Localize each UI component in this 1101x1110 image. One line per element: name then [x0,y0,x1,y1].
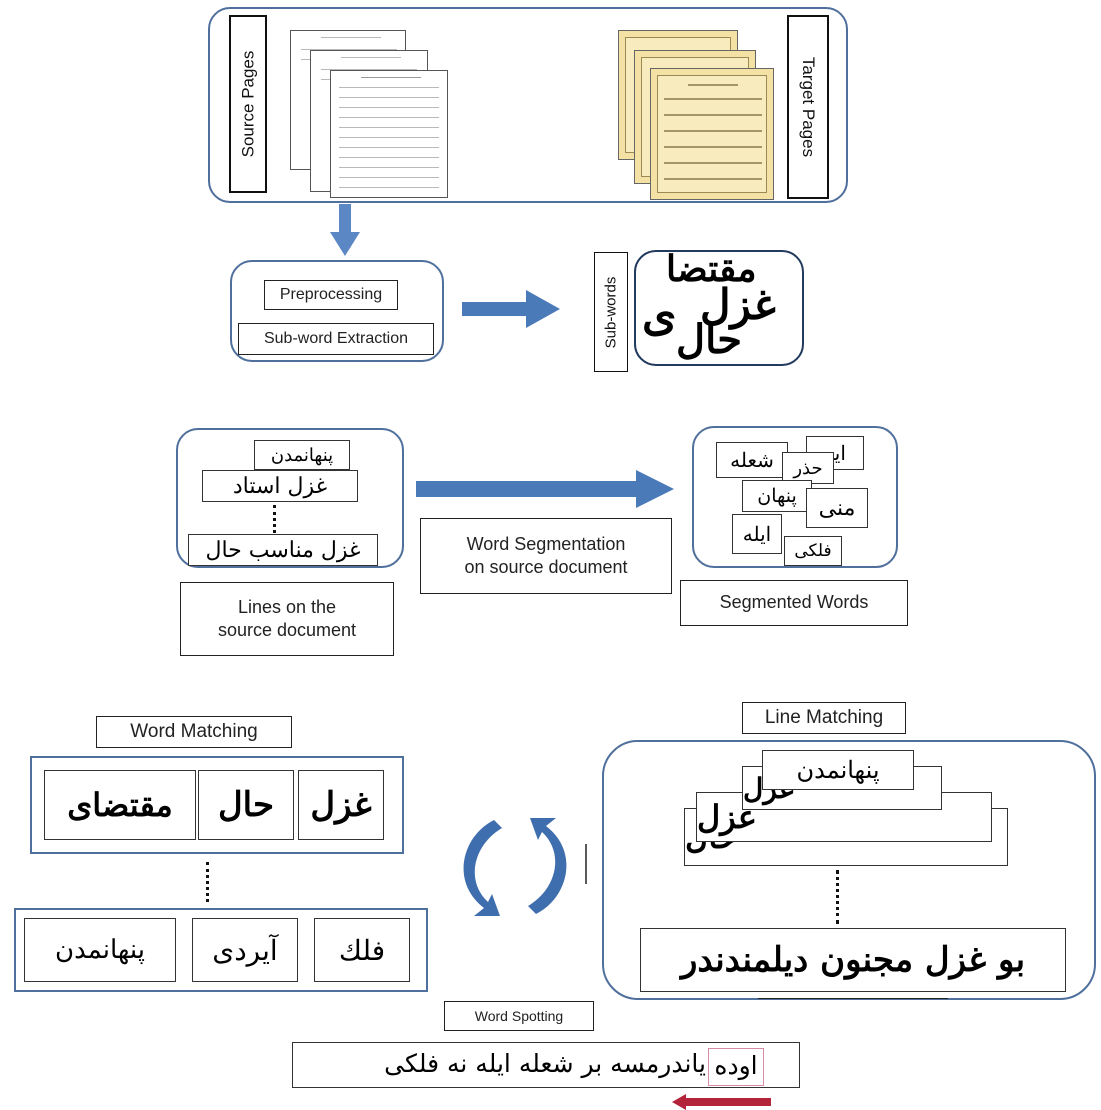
matched-word: غزل [298,770,384,840]
matched-word: مقتضاى [44,770,196,840]
subwords-label: Sub-words [594,252,628,372]
segmentation-label-line-2: on source document [464,557,628,577]
divider-line [758,998,948,999]
lines-label-line-2: source document [217,620,357,640]
word-segmentation-label: Word Segmentation on source document [420,518,672,594]
target-pages-label: Target Pages [787,15,829,199]
segmented-word: فلكى [784,536,842,566]
matched-word: حال [198,770,294,840]
target-page-front [650,68,774,200]
segmented-word: منى [806,488,868,528]
matched-word: آيردى [192,918,298,982]
right-arrow-icon [416,470,674,508]
line-matching-label: Line Matching [742,702,906,734]
left-arrow-icon [672,1094,771,1110]
ellipsis-dots [836,870,839,924]
subword-1: مقتضا [666,248,757,290]
ellipsis-dots [206,862,209,902]
preprocessing-label: Preprocessing [264,280,398,310]
segmented-words-label: Segmented Words [680,580,908,626]
subword-extraction-label: Sub-word Extraction [238,323,434,355]
source-page-front [330,70,448,198]
source-pages-label: Source Pages [229,15,267,193]
right-arrow-icon [462,290,560,328]
spotting-line-box [292,1042,800,1088]
lines-label-line-1: Lines on the [237,596,337,617]
down-arrow-icon [330,204,360,256]
matched-word: پنهانمدن [24,918,176,982]
matched-word: فلك [314,918,410,982]
matched-line-box: بو غزل مجنون ديلمندندر [640,928,1066,992]
line-word-box: غزل استاد [202,470,358,502]
segmented-word: ايله [732,514,782,554]
spotting-highlight: اوده [708,1048,764,1086]
subword-3: ى [642,290,677,341]
subwords-panel [634,250,804,366]
word-matching-label: Word Matching [96,716,292,748]
lines-on-source-label: Lines on the source document [180,582,394,656]
cycle-arrows-icon [463,818,587,916]
subword-2: غزل [700,280,776,329]
line-word-box: پنهانمدن [254,440,350,470]
word-spotting-label: Word Spotting [444,1001,594,1031]
segmentation-label-line-1: Word Segmentation [466,533,626,554]
segmented-word: شعله [716,442,788,478]
ellipsis-dots [273,505,276,533]
overlap-word-box: پنهانمدن [762,750,914,790]
spotting-line-text: ياندرمسه بر شعله ايله نه فلكى [384,1049,706,1078]
line-word-box: غزل مناسب حال [188,534,378,566]
segmented-word: حذر [782,452,834,484]
segmented-word: پنهان [742,480,812,512]
subword-4: حال [676,316,742,363]
